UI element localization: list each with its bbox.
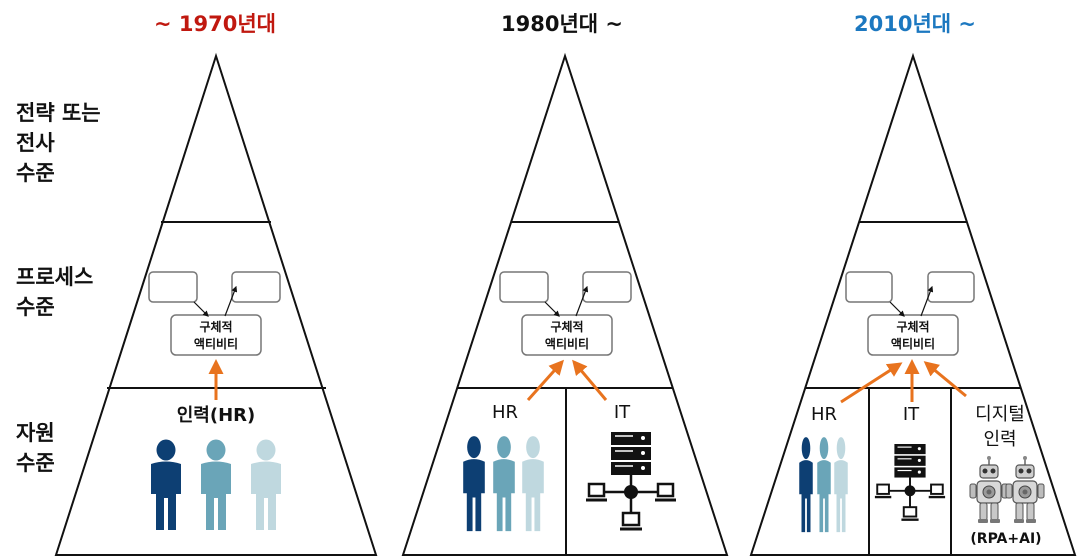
process-box-right [231, 271, 281, 303]
level-label-process: 프로세스 수준 [16, 262, 93, 322]
era-label-1970: ~ 1970년대 [154, 12, 276, 36]
era-label-1980: 1980년대 ~ [501, 12, 623, 36]
process-box-left [148, 271, 198, 303]
hr-label: 인력(HR) [177, 405, 256, 426]
pyramid-outline [749, 52, 1077, 556]
level-resource-line-2: 수준 [16, 451, 55, 475]
hr-label: HR [811, 404, 837, 425]
level-strategy-line-1: 전략 또는 [16, 101, 101, 125]
process-box-right [927, 271, 975, 303]
era-label-2010: 2010년대 ~ [854, 12, 976, 36]
activity-box [170, 314, 262, 356]
pyramid-2010: 구체적 액티비티 HR IT 디지털 인력 (RPA+AI) [749, 52, 1077, 556]
activity-label-line-2: 액티비티 [891, 336, 935, 351]
activity-box [521, 314, 613, 356]
hr-arrow [526, 359, 565, 402]
process-box-left [845, 271, 893, 303]
pyramid-1970: 구체적 액티비티 인력(HR) [54, 52, 378, 556]
rpa-ai-label: (RPA+AI) [970, 531, 1041, 547]
activity-label-line-1: 구체적 [550, 319, 583, 334]
flow-arrow-out [224, 285, 238, 317]
level-resource-line-1: 자원 [16, 421, 55, 445]
level-process-line-1: 프로세스 [16, 265, 94, 289]
digital-arrow [923, 361, 967, 398]
digital-label-line-1: 디지털 [975, 404, 1025, 425]
flow-arrow-out [575, 285, 589, 317]
flow-arrow-in [193, 301, 209, 317]
digital-label-line-2: 인력 [983, 429, 1016, 450]
activity-label-line-1: 구체적 [896, 319, 929, 334]
activity-label-line-2: 액티비티 [194, 336, 238, 351]
level-label-strategy: 전략 또는 전사 수준 [16, 98, 101, 188]
pyramid-1980: 구체적 액티비티 HR IT [401, 52, 729, 556]
it-label: IT [614, 402, 631, 423]
level-strategy-line-3: 수준 [16, 161, 55, 185]
flow-arrow-in [544, 301, 560, 317]
process-box-left [499, 271, 549, 303]
activity-label-line-2: 액티비티 [545, 336, 589, 351]
flow-arrow-in [889, 301, 905, 317]
hr-arrow [840, 362, 903, 404]
level-label-resource: 자원 수준 [16, 418, 55, 478]
pyramid-outline [54, 52, 378, 556]
activity-label-line-1: 구체적 [199, 319, 232, 334]
it-arrow [572, 359, 608, 401]
level-process-line-2: 수준 [16, 295, 55, 319]
level-strategy-line-2: 전사 [16, 131, 55, 155]
activity-box [867, 314, 959, 356]
flow-arrow-out [920, 285, 934, 317]
process-box-right [582, 271, 632, 303]
it-label: IT [903, 404, 920, 425]
hr-label: HR [492, 402, 518, 423]
